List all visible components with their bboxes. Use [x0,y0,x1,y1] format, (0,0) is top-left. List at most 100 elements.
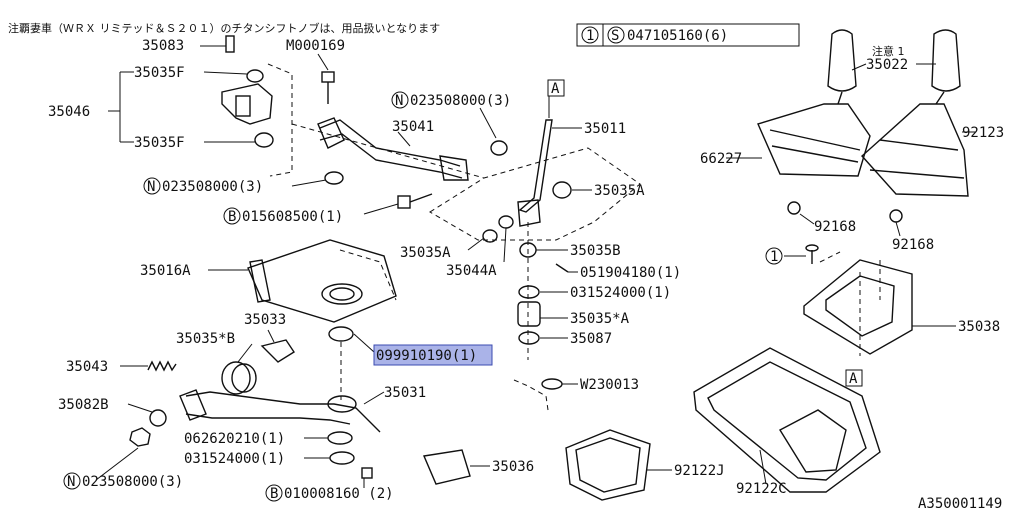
marker-a-top-text: A [551,81,560,97]
lever-dashed-frame [429,147,641,241]
label-35035a-right: 35035A [594,183,645,199]
marker-a-bottom [845,369,863,387]
shift-knob-right [931,29,961,105]
bushing-35035f-bottom [254,132,274,148]
pin-051904180 [555,263,569,273]
guide-line-1 [267,63,293,177]
b-mark-a: B [228,209,236,225]
ring-062620210 [327,431,353,445]
label-023508000-b: 023508000(3) [410,93,511,109]
label-35087: 35087 [570,331,612,347]
label-35031: 35031 [384,385,426,401]
label-35033: 35033 [244,312,286,328]
reference-box: 1 S 047105160(6) [576,23,800,47]
note-1: 注意 1 [872,44,905,58]
b-mark-circle-b [265,484,283,502]
figure-id: A350001149 [918,496,1002,512]
console-92122c [693,347,881,493]
nut-left [324,171,344,185]
bushing-35035-star-a [517,301,541,327]
n-mark-a: N [147,179,155,195]
label-35022: 35022 [866,57,908,73]
highlighted-part-number: 099910190(1) [376,348,477,364]
label-35035-star-b: 35035*B [176,331,235,347]
housing-35016a [208,239,397,323]
screw-92168-right [889,209,903,223]
shift-knob-left [827,29,857,105]
ref-code: 047105160(6) [627,28,728,44]
label-m000169: M000169 [286,38,345,54]
b-mark-circle-a [223,207,241,225]
label-35083: 35083 [142,38,184,54]
label-023508000-c: 023508000(3) [82,474,183,490]
label-35011: 35011 [584,121,626,137]
label-92123: 92123 [962,125,1004,141]
washer-35082b [149,409,167,427]
seal-099910190 [328,326,354,342]
label-35044a: 35044A [446,263,497,279]
roller-35035-star-b [221,343,257,395]
panel-guides [819,251,881,356]
label-35035f-top: 35035F [134,65,185,81]
label-35036: 35036 [492,459,534,475]
label-35035a-left: 35035A [400,245,451,261]
part-35033 [260,329,295,363]
bracket-35036 [423,449,471,485]
circle-1-label: 1 [770,249,778,265]
n-mark-circle-b [391,91,409,109]
label-010008160: 010008160 (2) [284,486,394,502]
label-031524000-b: 031524000(1) [184,451,285,467]
lever-35011 [517,96,582,227]
housing-guide [339,249,397,301]
highlighted-part-box [373,344,493,366]
shift-rod-35041 [291,117,485,181]
label-35041: 35041 [392,119,434,135]
label-35035b: 35035B [570,243,621,259]
label-35082b: 35082B [58,397,109,413]
clip-w230013 [541,378,563,390]
label-35046: 35046 [48,104,90,120]
label-015608500: 015608500(1) [242,209,343,225]
bushing-35035a-right [552,181,572,199]
shift-arm-35031 [179,389,385,433]
joint-boss [235,95,251,117]
boot-92123 [861,103,976,197]
label-35043: 35043 [66,359,108,375]
panel-35038 [803,259,956,355]
label-023508000-a: 023508000(3) [162,179,263,195]
label-92122j: 92122J [674,463,725,479]
boot-66227 [726,103,871,177]
label-051904180: 051904180(1) [580,265,681,281]
ring-031524000-a [518,285,540,299]
label-031524000-a: 031524000(1) [570,285,671,301]
clip-guide [513,379,549,411]
screw-ref-1 [765,244,819,265]
bushing-35035a-left [482,229,498,243]
bolt-m000169 [317,53,335,104]
label-35035f-bottom: 35035F [134,135,185,151]
marker-a-top [547,79,565,97]
label-w230013: W230013 [580,377,639,393]
label-92168-right: 92168 [892,237,934,253]
label-92122c: 92122C [736,481,787,497]
header-note: 注覇妻車（ＷＲＸ リミテッド＆Ｓ２０１）のチタンシフトノブは、用品扱いとなります [8,21,440,35]
joint-body [221,83,273,125]
trim-92122j [565,429,672,501]
bolt-010008160 [361,467,373,479]
ref-s-mark: S [611,28,619,44]
collar-35044a [498,215,514,229]
washer-top [490,140,508,156]
label-062620210: 062620210(1) [184,431,285,447]
b-mark-b: B [270,486,278,502]
pin-35083 [225,35,235,53]
n-mark-c: N [67,474,75,490]
label-35016a: 35016A [140,263,191,279]
ring-031524000-b [329,451,355,465]
label-35035-star-a: 35035*A [570,311,630,327]
bushing-35035f-top [246,69,264,83]
nut-023508000-c [129,427,151,447]
label-35038: 35038 [958,319,1000,335]
bracket-35046 [108,71,134,143]
ref-circle-number: 1 [586,28,594,44]
